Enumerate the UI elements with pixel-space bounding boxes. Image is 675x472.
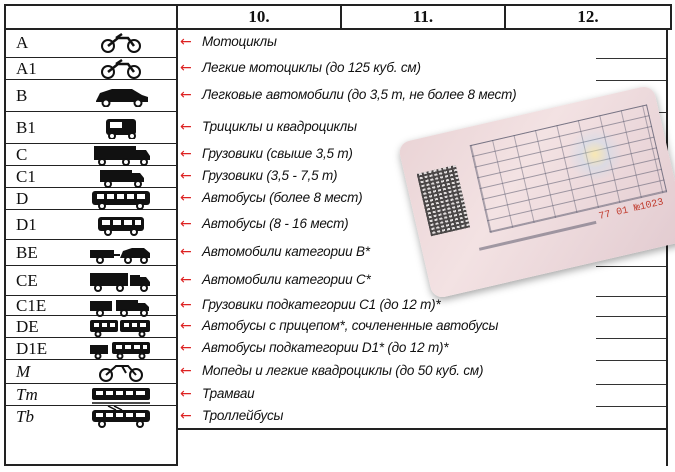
category-description: Грузовики (свыше 3,5 т) xyxy=(202,146,353,161)
category-row-b1: B1 xyxy=(6,112,176,144)
category-description: Трамваи xyxy=(202,386,255,401)
right-row-separator xyxy=(596,80,666,81)
category-code: D xyxy=(16,188,29,208)
category-code: B xyxy=(16,85,28,105)
category-description: Автобусы (8 - 16 мест) xyxy=(202,216,349,231)
category-description: Грузовики подкатегории C1 (до 12 т)* xyxy=(202,297,441,312)
small-truck-icon xyxy=(100,169,144,188)
red-arrow-icon: ← xyxy=(180,318,192,334)
category-description: Легковые автомобили (до 3,5 т, не более … xyxy=(202,87,517,102)
right-row-separator xyxy=(596,296,666,297)
right-row-separator xyxy=(596,338,666,339)
category-description: Автобусы (более 8 мест) xyxy=(202,190,363,205)
red-arrow-icon: ← xyxy=(180,60,192,76)
category-description: Трициклы и квадроциклы xyxy=(202,119,357,134)
card-barcode xyxy=(416,164,471,237)
bus-trailer-icon xyxy=(90,319,150,337)
tram-icon xyxy=(92,387,150,404)
category-description: Грузовики (3,5 - 7,5 т) xyxy=(202,168,338,183)
category-row-ce: CE xyxy=(6,266,176,296)
red-arrow-icon: ← xyxy=(180,216,192,232)
right-row-separator xyxy=(596,406,666,407)
small-truck-trailer-icon xyxy=(90,299,149,317)
truck-trailer-icon xyxy=(90,272,150,292)
driver-license-card-image: 77 01 №1023 xyxy=(397,84,675,300)
minibus-trailer-icon xyxy=(90,341,150,359)
category-code: M xyxy=(16,361,31,381)
right-row-separator xyxy=(596,266,666,267)
right-row-separator xyxy=(596,360,666,361)
category-code: D1E xyxy=(16,338,48,358)
table-bottom-border xyxy=(176,428,668,430)
category-row-a: A xyxy=(6,28,176,58)
truck-icon xyxy=(94,145,150,166)
red-arrow-icon: ← xyxy=(180,340,192,356)
category-description: Автобусы подкатегории D1* (до 12 т)* xyxy=(202,340,449,355)
category-row-tb: Tb xyxy=(6,406,176,428)
category-row-d1e: D1E xyxy=(6,338,176,360)
category-row-tm: Tm xyxy=(6,384,176,406)
category-row-c1e: C1E xyxy=(6,295,176,317)
header-blank-cell xyxy=(4,4,176,30)
trolleybus-icon xyxy=(92,406,150,428)
category-description: Автомобили категории C* xyxy=(202,272,371,287)
category-code: D1 xyxy=(16,214,37,234)
header-col-12: 12. xyxy=(504,4,672,30)
category-code: A xyxy=(16,32,29,52)
category-description: Автобусы с прицепом*, сочлененные автобу… xyxy=(202,318,499,333)
category-code: CE xyxy=(16,270,38,290)
category-description: Мопеды и легкие квадроциклы (до 50 куб. … xyxy=(202,363,484,378)
category-code: Tb xyxy=(16,407,34,426)
right-row-separator xyxy=(596,316,666,317)
car-icon xyxy=(96,88,148,107)
motorcycle-icon xyxy=(101,58,141,79)
right-row-separator xyxy=(596,58,666,59)
red-arrow-icon: ← xyxy=(180,408,192,424)
red-arrow-icon: ← xyxy=(180,297,192,313)
minibus-icon xyxy=(98,216,144,236)
category-code: C xyxy=(16,144,28,164)
red-arrow-icon: ← xyxy=(180,119,192,135)
category-code: B1 xyxy=(16,117,36,137)
category-code: DE xyxy=(16,316,39,336)
red-arrow-icon: ← xyxy=(180,386,192,402)
category-row-c1: C1 xyxy=(6,166,176,188)
category-code: Tm xyxy=(16,384,38,404)
table-right-border xyxy=(666,28,668,466)
category-row-c: C xyxy=(6,144,176,166)
tricycle-icon xyxy=(106,118,136,139)
category-row-a1: A1 xyxy=(6,58,176,80)
category-code: C1E xyxy=(16,295,47,315)
red-arrow-icon: ← xyxy=(180,272,192,288)
car-trailer-icon xyxy=(90,247,150,264)
header-col-10: 10. xyxy=(176,4,340,30)
category-row-d1: D1 xyxy=(6,210,176,240)
category-description: Автомобили категории B* xyxy=(202,244,370,259)
red-arrow-icon: ← xyxy=(180,363,192,379)
category-code: A1 xyxy=(16,58,37,78)
category-row-m: M xyxy=(6,360,176,384)
red-arrow-icon: ← xyxy=(180,34,192,50)
category-code: BE xyxy=(16,242,38,262)
header-col-11: 11. xyxy=(340,4,504,30)
right-row-separator xyxy=(596,384,666,385)
category-row-b: B xyxy=(6,80,176,112)
moped-icon xyxy=(99,364,143,382)
category-description: Мотоциклы xyxy=(202,34,277,49)
motorcycle-icon xyxy=(101,32,141,53)
red-arrow-icon: ← xyxy=(180,146,192,162)
category-description: Легкие мотоциклы (до 125 куб. см) xyxy=(202,60,421,75)
category-code: C1 xyxy=(16,166,36,186)
category-row-d: D xyxy=(6,188,176,210)
red-arrow-icon: ← xyxy=(180,168,192,184)
red-arrow-icon: ← xyxy=(180,190,192,206)
red-arrow-icon: ← xyxy=(180,87,192,103)
red-arrow-icon: ← xyxy=(180,244,192,260)
category-row-be: BE xyxy=(6,240,176,266)
category-description: Троллейбусы xyxy=(202,408,284,423)
category-row-de: DE xyxy=(6,316,176,338)
bus-icon xyxy=(92,190,150,210)
